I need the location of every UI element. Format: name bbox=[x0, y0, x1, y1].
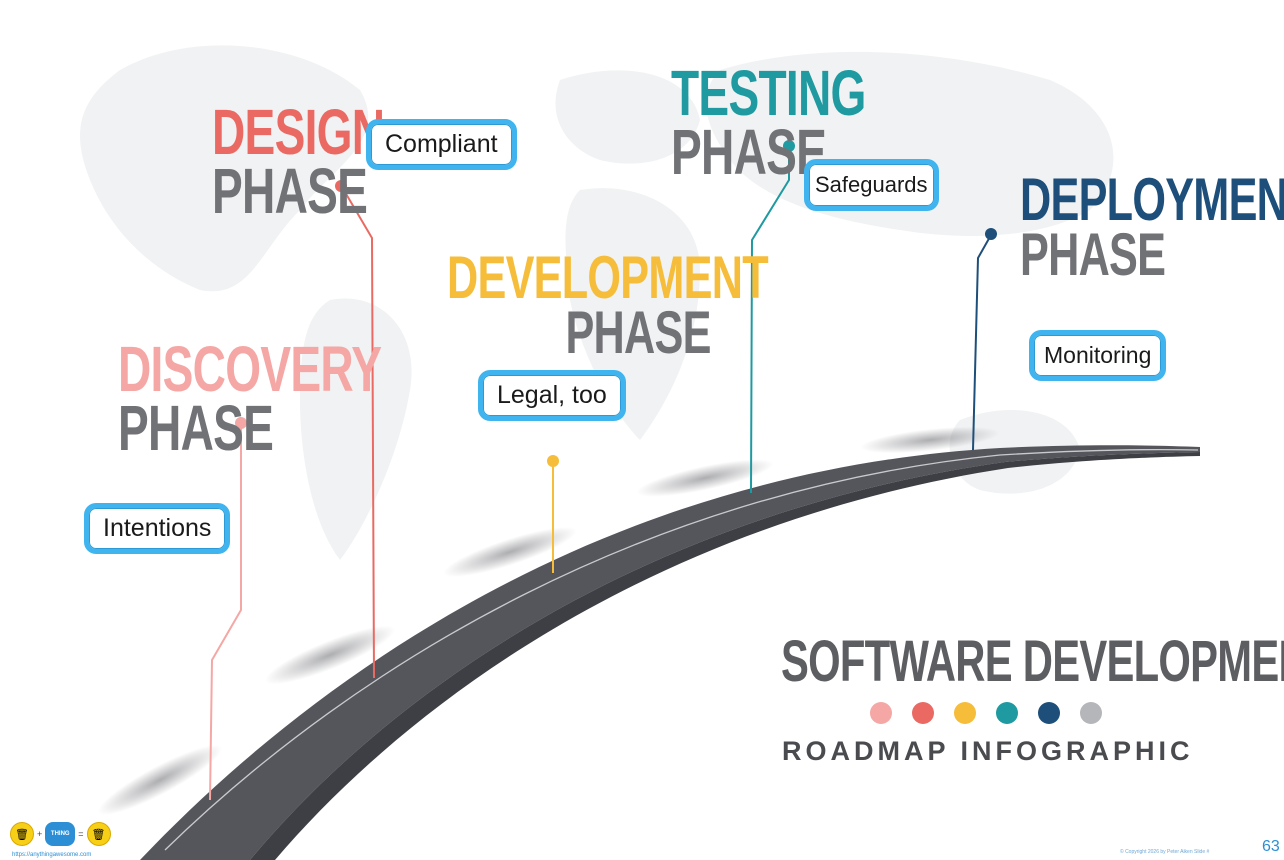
pin-lines bbox=[209, 147, 992, 801]
design-phase-word: PHASE bbox=[212, 154, 368, 227]
design-pin-dot bbox=[335, 180, 347, 192]
discovery-pin-line bbox=[209, 424, 242, 801]
slide-number: 63 bbox=[1262, 838, 1280, 855]
road-center-line bbox=[164, 449, 1199, 851]
thing-logo: THING bbox=[45, 822, 76, 846]
testing-tag: Safeguards bbox=[804, 159, 939, 211]
testing-pin-dot bbox=[783, 140, 795, 152]
deployment-phase-word: PHASE bbox=[1020, 221, 1166, 289]
development-pin-dot bbox=[547, 455, 559, 467]
deployment-pin-dot bbox=[985, 228, 997, 240]
road-edge bbox=[250, 452, 1200, 860]
deployment-pin-line bbox=[972, 234, 992, 451]
color-dot bbox=[1080, 702, 1102, 724]
copyright-text: © Copyright 2026 by Peter Aiken Slide # bbox=[1120, 849, 1210, 855]
development-phase-word: PHASE bbox=[565, 299, 711, 367]
road bbox=[140, 445, 1200, 860]
road-shadows bbox=[97, 426, 1000, 816]
color-dot bbox=[870, 702, 892, 724]
discovery-phase-word: PHASE bbox=[118, 391, 274, 464]
footer-logo-group: 🗑 + THING = 🗑 bbox=[10, 822, 111, 846]
color-dot bbox=[1038, 702, 1060, 724]
infographic-title: SOFTWARE DEVELOPMENT bbox=[781, 629, 1284, 694]
discovery-heading: DISCOVERY PHASE bbox=[118, 333, 382, 464]
plus-icon: + bbox=[37, 829, 43, 839]
deployment-word: DEPLOYMENT bbox=[1020, 166, 1284, 233]
color-dots bbox=[870, 702, 1102, 724]
deployment-tag: Monitoring bbox=[1029, 330, 1167, 381]
testing-phase-word: PHASE bbox=[671, 115, 827, 188]
testing-pin-line bbox=[750, 147, 790, 494]
color-dot bbox=[954, 702, 976, 724]
development-tag: Legal, too bbox=[478, 370, 626, 421]
equals-icon: = bbox=[78, 829, 84, 839]
trash-can-icon: 🗑 bbox=[86, 822, 111, 846]
color-dot bbox=[996, 702, 1018, 724]
design-tag: Compliant bbox=[366, 119, 517, 170]
trash-can-icon: 🗑 bbox=[10, 822, 34, 846]
infographic-subtitle: ROADMAP INFOGRAPHIC bbox=[782, 736, 1194, 766]
discovery-word: DISCOVERY bbox=[118, 333, 382, 405]
design-pin-line bbox=[341, 186, 375, 679]
design-word: DESIGN bbox=[212, 96, 385, 168]
discovery-tag: Intentions bbox=[84, 503, 231, 554]
design-heading: DESIGN PHASE bbox=[212, 96, 385, 227]
color-dot bbox=[912, 702, 934, 724]
deployment-heading: DEPLOYMENT PHASE bbox=[1020, 166, 1284, 289]
website-link[interactable]: https://anythingawesome.com bbox=[12, 852, 92, 858]
testing-word: TESTING bbox=[671, 57, 866, 129]
testing-heading: TESTING PHASE bbox=[671, 57, 866, 188]
pin-dots bbox=[235, 140, 997, 467]
development-word: DEVELOPMENT bbox=[447, 244, 769, 311]
development-heading: DEVELOPMENT PHASE bbox=[447, 244, 769, 367]
discovery-pin-dot bbox=[235, 417, 247, 429]
